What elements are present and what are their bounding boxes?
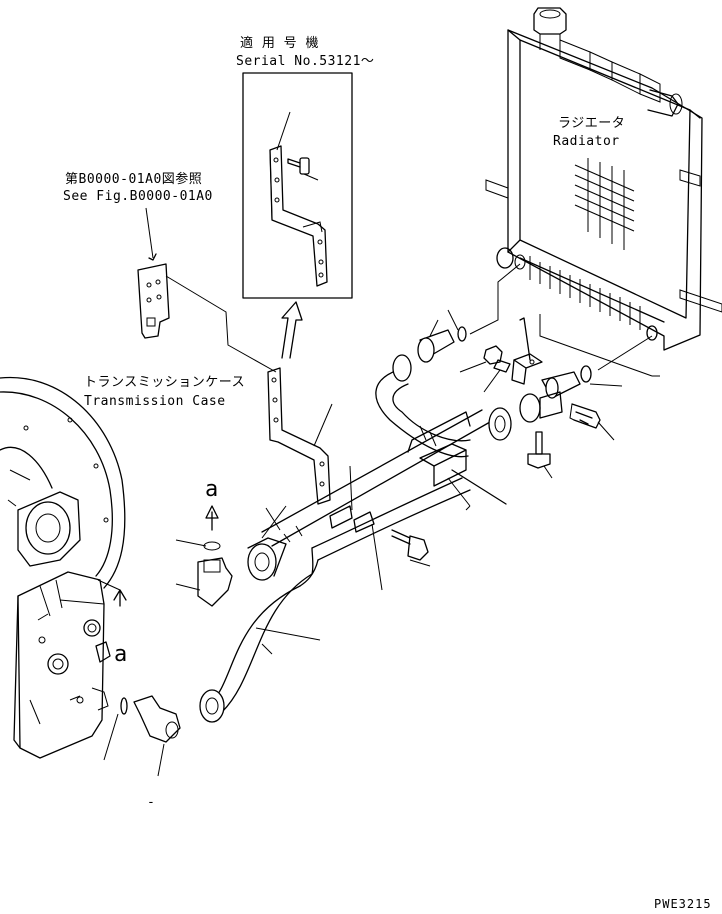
radiator-core-grid	[574, 158, 635, 250]
inset-frame	[242, 72, 353, 299]
transmission-case: トランスミッションケース Transmission Case a	[0, 375, 245, 759]
radiator: ラジエータ Radiator	[485, 7, 722, 351]
callout-a-upper: a	[205, 477, 218, 502]
upper-hose	[375, 354, 471, 458]
u-clamp	[569, 403, 615, 441]
transmission-label-en: Transmission Case	[84, 394, 226, 409]
lower-tube	[209, 477, 471, 713]
upper-elbow-fitting	[417, 309, 467, 363]
serial-label-en: Serial No.53121〜	[236, 54, 374, 69]
main-bracket	[267, 367, 333, 505]
inset-bracket	[269, 111, 328, 287]
upper-tube	[261, 407, 512, 547]
tube-clamp	[407, 411, 507, 511]
small-nut	[459, 345, 503, 373]
mount-bracket-small	[483, 317, 543, 393]
mounting-plate	[137, 263, 277, 373]
lower-connector	[519, 365, 623, 423]
figure-code: PWE3215	[654, 897, 712, 911]
elbow-fitting-lower: -	[103, 695, 181, 810]
hex-bolt	[527, 431, 553, 479]
radiator-label-jp: ラジエータ	[558, 116, 625, 131]
ref-label-en: See Fig.B0000-01A0	[63, 189, 213, 204]
ref-label-jp: 第B0000-01A0図参照	[65, 171, 202, 187]
clamp-bolt	[391, 529, 431, 567]
radiator-bottom-fins	[519, 256, 665, 330]
tube-end-lower	[199, 627, 321, 723]
reference-note: 第B0000-01A0図参照 See Fig.B0000-01A0	[63, 171, 213, 261]
radiator-label-en: Radiator	[553, 134, 620, 149]
callout-a-lower: a	[114, 642, 127, 667]
mid-clamp	[329, 465, 383, 591]
serial-inset: 適 用 号 機 Serial No.53121〜	[236, 35, 374, 299]
up-arrow	[281, 301, 303, 359]
inset-bolt	[287, 157, 319, 181]
elbow-fitting-upper: a	[175, 477, 233, 607]
tube-end-upper	[247, 505, 287, 581]
transmission-label-jp: トランスミッションケース	[84, 375, 245, 390]
stray-dash: -	[147, 795, 155, 810]
serial-label-jp: 適 用 号 機	[240, 35, 319, 51]
